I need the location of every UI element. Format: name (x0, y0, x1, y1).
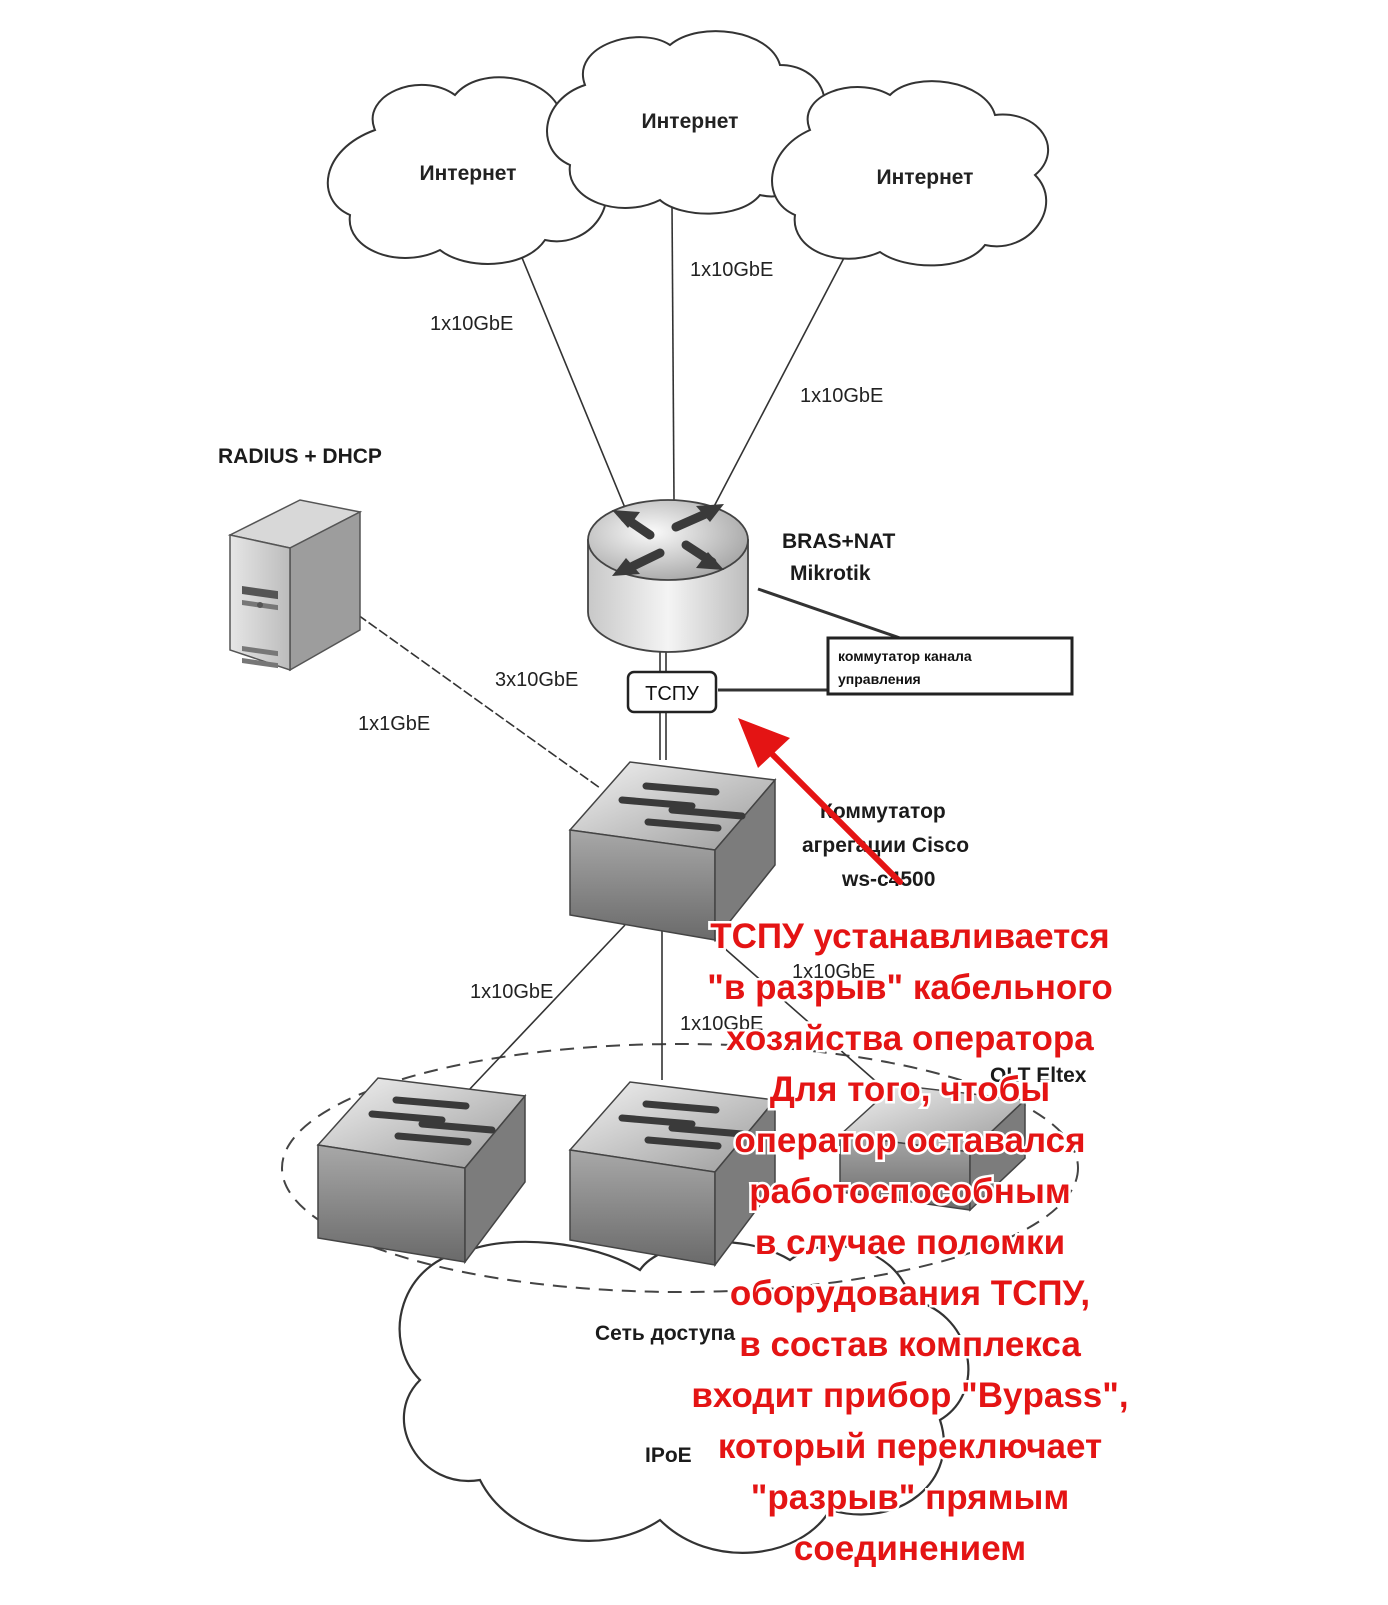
ipoe-label: IPoE (645, 1444, 692, 1467)
annotation-line-5: оператор оставался (734, 1121, 1085, 1160)
annotation-line-1: ТСПУ устанавливается (710, 917, 1109, 956)
annotation-text: ТСПУ устанавливается "в разрыв" кабельно… (689, 915, 1131, 1571)
router-icon (587, 499, 749, 653)
label-cloud-left-link: 1x10GbE (430, 313, 513, 335)
annotation-line-3: хозяйства оператора (726, 1019, 1094, 1058)
internet-cloud-right: Интернет (771, 80, 1049, 267)
annotation-arrow (738, 718, 903, 885)
internet-cloud-left: Интернет (326, 76, 608, 265)
tspu-label: ТСПУ (645, 683, 699, 705)
link-router-mgmt (757, 587, 901, 640)
label-agg-olt-link: 1x10GbE (792, 961, 875, 983)
link-agg-olt (697, 924, 881, 1086)
annotation-line-9: в состав комплекса (739, 1325, 1081, 1364)
agg-label-3: ws-c4500 (841, 868, 935, 891)
annotation-line-11: который переключает (718, 1427, 1102, 1466)
annotation-line-4: Для того, чтобы (770, 1070, 1050, 1109)
router-label-2: Mikrotik (790, 562, 871, 585)
link-agg-left-switch (449, 924, 626, 1111)
router-label-1: BRAS+NAT (782, 530, 896, 553)
label-server-agg-link: 1x1GbE (358, 713, 430, 735)
mgmt-switch-box: коммутатор канала управления (826, 636, 1074, 696)
cloud-mid-label: Интернет (642, 110, 739, 133)
olt-label: OLT Eltex (990, 1064, 1087, 1087)
access-network-ellipse (281, 1043, 1079, 1293)
link-cloud-right (707, 255, 846, 519)
label-agg-mid-link: 1x10GbE (680, 1013, 763, 1035)
cloud-right-label: Интернет (877, 166, 974, 189)
link-cloud-left (517, 247, 631, 521)
access-switch-mid-icon (568, 1081, 777, 1268)
aggregation-switch-icon (568, 761, 777, 943)
access-network-label: Сеть доступа (595, 1322, 735, 1345)
links (357, 204, 1070, 1111)
label-agg-left-link: 1x10GbE (470, 981, 553, 1003)
annotation-line-10: входит прибор "Bypass", (691, 1376, 1128, 1415)
server-icon (227, 499, 363, 672)
label-cloud-right-link: 1x10GbE (800, 385, 883, 407)
annotation-line-6: работоспособным (749, 1172, 1070, 1211)
olt-icon (838, 1084, 1027, 1212)
agg-label-1: Коммутатор (820, 800, 946, 823)
tspu-box: ТСПУ (626, 670, 718, 714)
annotation-line-8: оборудования ТСПУ, (730, 1274, 1090, 1313)
link-cloud-mid (671, 204, 675, 501)
annotation-line-12: "разрыв" прямым (751, 1478, 1070, 1517)
mgmt-box-line-2: управления (838, 671, 921, 687)
cloud-left-label: Интернет (420, 162, 517, 185)
agg-label-2: агрегации Cisco (802, 834, 969, 857)
annotation-line-2: "в разрыв" кабельного (707, 968, 1112, 1007)
server-label: RADIUS + DHCP (218, 445, 382, 468)
annotation-line-7: в случае поломки (755, 1223, 1065, 1262)
access-switch-left-icon (316, 1077, 527, 1265)
annotation-line-13: соединением (794, 1529, 1026, 1568)
label-bras-agg-link: 3x10GbE (495, 669, 578, 691)
link-server-agg (357, 614, 601, 789)
mgmt-box-line-1: коммутатор канала (838, 648, 972, 664)
label-cloud-mid-link: 1x10GbE (690, 259, 773, 281)
